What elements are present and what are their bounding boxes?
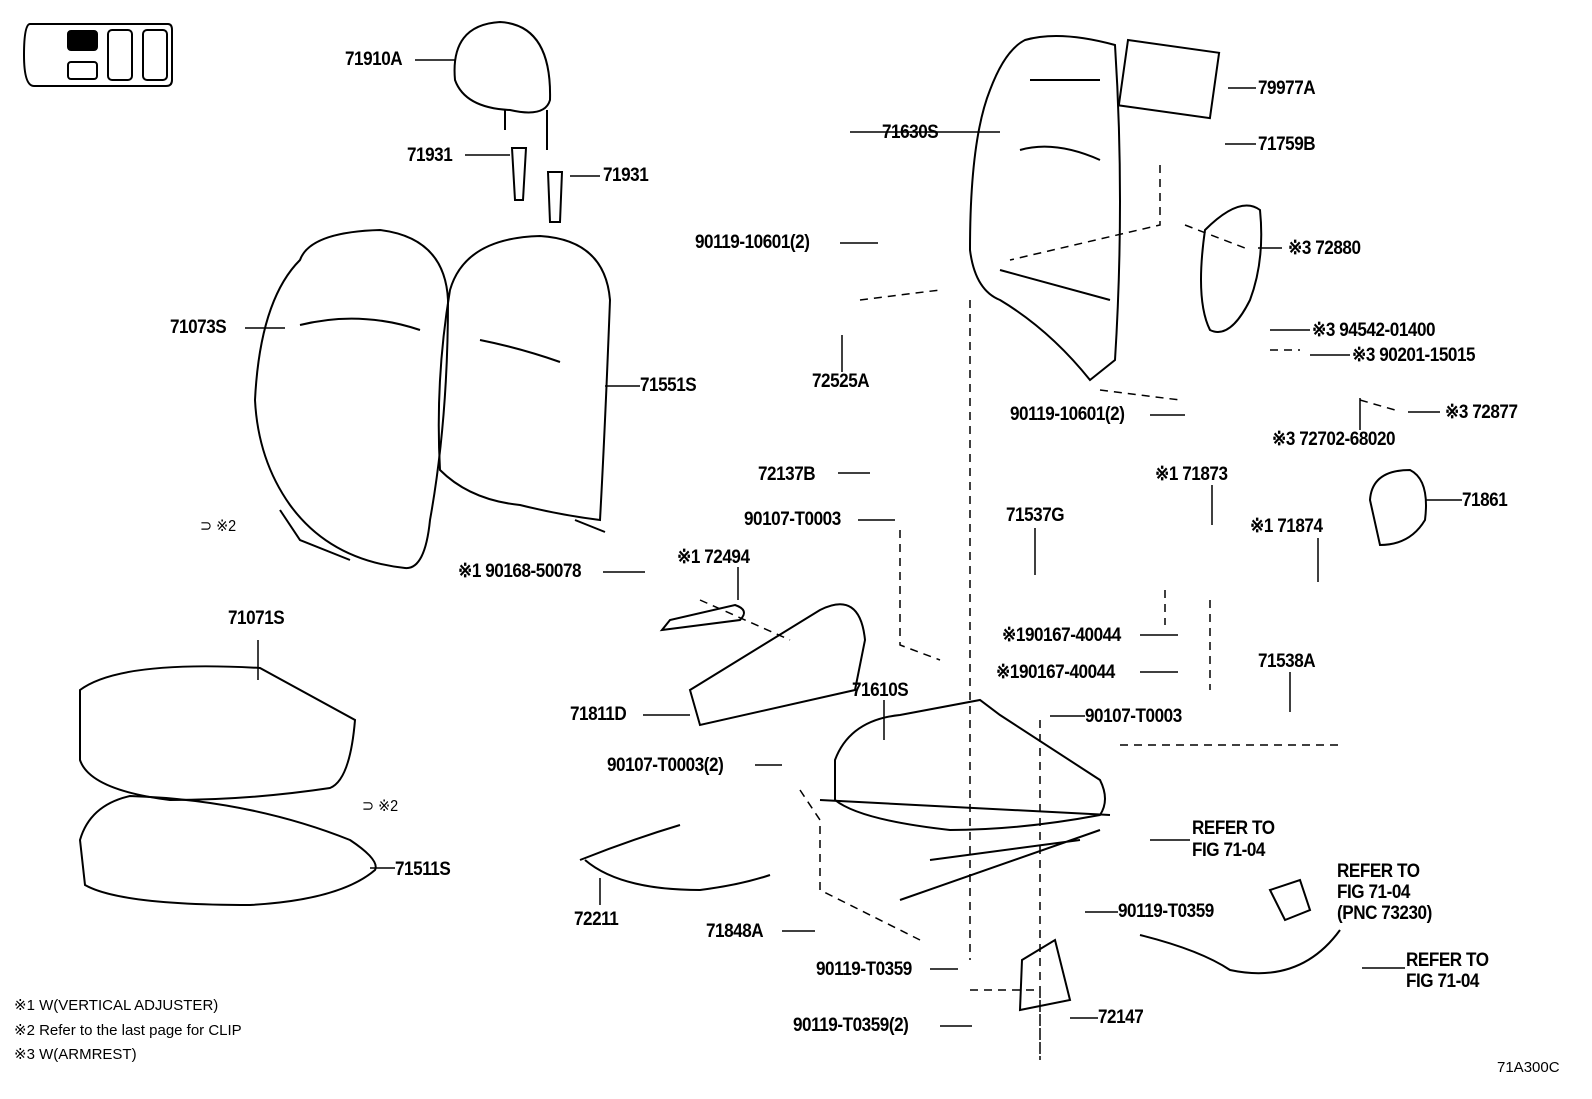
part-72525A: 72525A: [812, 371, 870, 392]
part-71551S: 71551S: [640, 375, 697, 396]
seat-position-icon: [22, 23, 173, 87]
seatback-frame: [968, 35, 1263, 382]
footnote-2: ※2 Refer to the last page for CLIP: [14, 1022, 242, 1039]
part-72211: 72211: [574, 909, 619, 930]
bolt-90119-T0359-left: 90119-T0359: [816, 959, 912, 980]
seat-frame: [579, 468, 1427, 1012]
part-72877: ※3 72877: [1445, 402, 1518, 423]
part-71811D: 71811D: [570, 704, 627, 725]
clip-mark: ※2: [216, 518, 237, 535]
refer-note-3: REFER TO: [1406, 950, 1489, 971]
part-72880: ※3 72880: [1288, 238, 1361, 259]
part-71759B: 71759B: [1258, 134, 1316, 155]
bolt-90167-40044-lower: ※190167-40044: [996, 662, 1115, 683]
clip-mark: ※2: [378, 798, 399, 815]
part-90201-15015: ※3 90201-15015: [1352, 345, 1476, 366]
dashed-guides: [699, 165, 1396, 1060]
part-71931-left: 71931: [407, 145, 453, 166]
part-72702-68020: ※3 72702-68020: [1272, 429, 1396, 450]
bolt-90119-T0359-right: 90119-T0359: [1118, 901, 1214, 922]
refer-pnc-2: (PNC 73230): [1337, 903, 1432, 924]
bolt-90119-10601-upper: 90119-10601(2): [695, 232, 810, 253]
part-71630S: 71630S: [882, 122, 939, 143]
clip-note-lower: ⊃ ※2: [362, 798, 399, 815]
seat-cushion: [78, 665, 377, 907]
seatback-cover: [253, 228, 612, 570]
figure-code: 71A300C: [1497, 1059, 1560, 1076]
bolt-90107-T0003-upper: 90107-T0003: [744, 509, 841, 530]
part-71848A: 71848A: [706, 921, 764, 942]
footnote-1: ※1 W(VERTICAL ADJUSTER): [14, 997, 219, 1014]
bolt-90119-T0359-2: 90119-T0359(2): [793, 1015, 909, 1036]
part-71610S: 71610S: [852, 680, 909, 701]
part-72137B: 72137B: [758, 464, 816, 485]
refer-fig-3: FIG 71-04: [1406, 971, 1479, 992]
part-79977A: 79977A: [1258, 78, 1316, 99]
part-71537G: 71537G: [1006, 505, 1065, 526]
leader-lines: [245, 59, 1462, 1027]
part-90168-50078: ※1 90168-50078: [458, 561, 582, 582]
bolt-90107-T0003-2: 90107-T0003(2): [607, 755, 724, 776]
refer-note-1: REFER TO: [1192, 818, 1275, 839]
refer-note-2: REFER TO: [1337, 861, 1420, 882]
part-72494: ※1 72494: [677, 547, 750, 568]
bolt-90119-10601-lower: 90119-10601(2): [1010, 404, 1125, 425]
footnote-3: ※3 W(ARMREST): [14, 1046, 137, 1063]
refer-fig-1: FIG 71-04: [1192, 840, 1265, 861]
part-94542-01400: ※3 94542-01400: [1312, 320, 1436, 341]
bolt-90107-T0003-right: 90107-T0003: [1085, 706, 1182, 727]
bolt-90167-40044-upper: ※190167-40044: [1002, 625, 1121, 646]
part-71073S: 71073S: [170, 317, 227, 338]
part-71511S: 71511S: [395, 859, 451, 880]
part-71861: 71861: [1462, 490, 1508, 511]
part-72147: 72147: [1098, 1007, 1144, 1028]
part-71910A: 71910A: [345, 49, 403, 70]
part-71931-right: 71931: [603, 165, 649, 186]
clip-note-upper: ⊃ ※2: [200, 518, 237, 535]
refer-fig-2: FIG 71-04: [1337, 882, 1410, 903]
part-71874: ※1 71874: [1250, 516, 1323, 537]
part-71873: ※1 71873: [1155, 464, 1228, 485]
part-71071S: 71071S: [228, 608, 285, 629]
headrest: [453, 20, 564, 223]
part-71538A: 71538A: [1258, 651, 1316, 672]
